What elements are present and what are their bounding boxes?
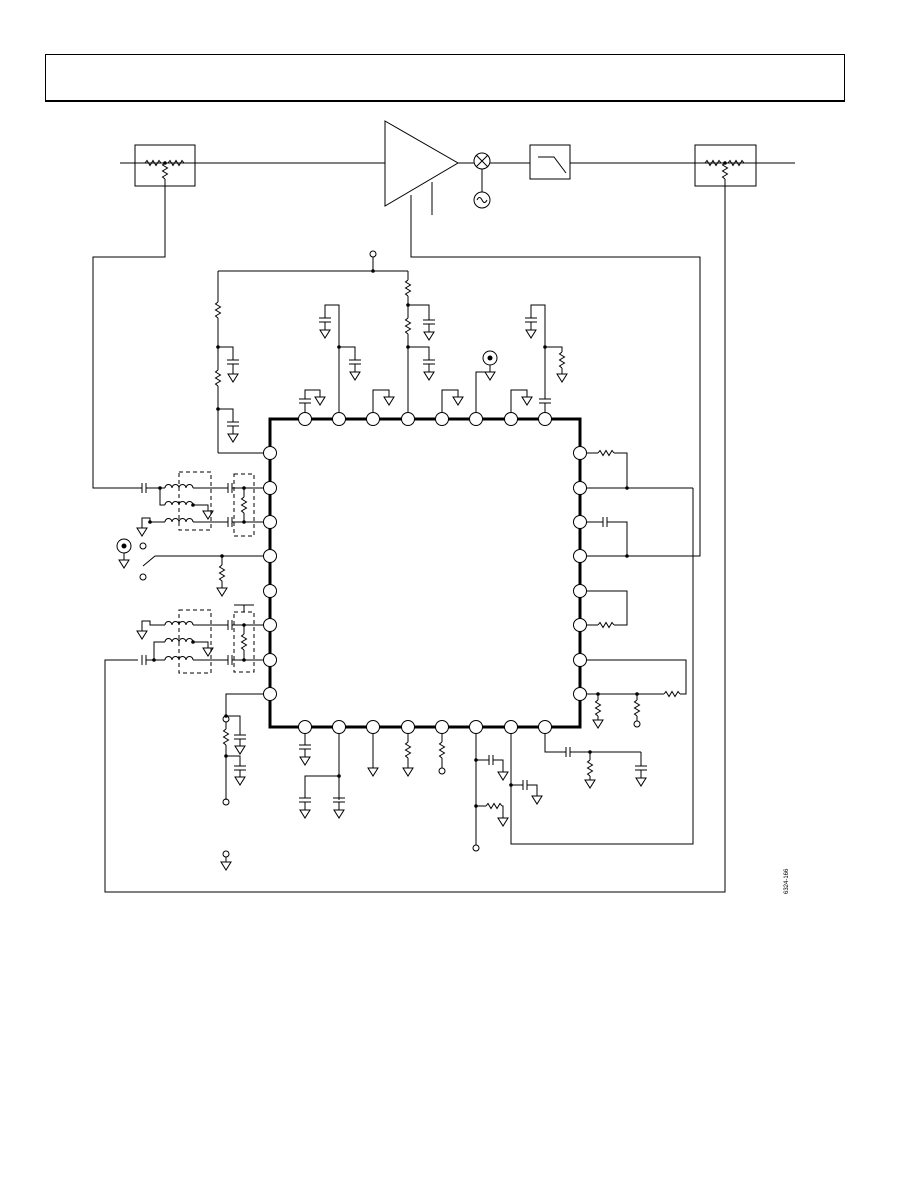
control-wiring [92, 186, 726, 893]
top-supply-network [215, 250, 568, 454]
input-connector-icon [116, 538, 132, 554]
signal-chain [120, 120, 795, 215]
output-attenuator [680, 144, 770, 187]
right-output-network [510, 450, 694, 845]
ic-pins [263, 412, 587, 734]
amplifier-triangle [384, 120, 459, 207]
local-oscillator-icon [473, 169, 491, 209]
left-input-network [116, 471, 264, 871]
input-attenuator [120, 144, 210, 187]
page-header-box [45, 54, 845, 102]
bottom-bias-network [298, 733, 648, 852]
test-connector-icon [482, 350, 498, 366]
ic-package-outline [268, 417, 582, 729]
lowpass-filter [529, 144, 571, 180]
mixer-icon [473, 152, 491, 170]
figure-id-label: 6324-166 [784, 868, 790, 894]
